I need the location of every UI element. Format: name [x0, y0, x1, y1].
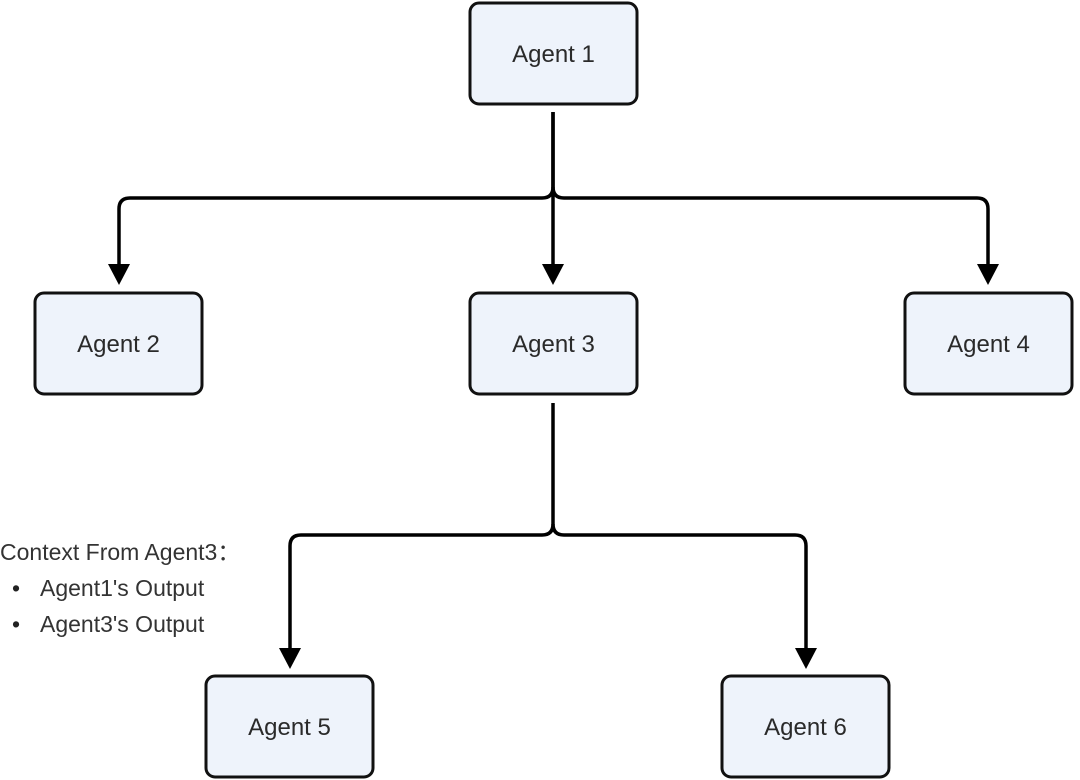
arrowhead-to-agent6: [795, 648, 817, 669]
node-agent1-label: Agent 1: [512, 41, 595, 68]
node-agent3[interactable]: Agent 3: [468, 291, 639, 396]
bullet-icon: •: [12, 575, 21, 601]
context-note-list: • Agent1's Output • Agent3's Output: [0, 570, 240, 642]
arrowhead-to-agent4: [977, 264, 999, 285]
context-note-item-text: Agent3's Output: [40, 611, 205, 637]
connector-agent3-agent6: [551, 523, 808, 650]
node-agent5-box: [204, 674, 375, 779]
context-note-item-text: Agent1's Output: [40, 575, 205, 601]
context-note: Context From Agent3： • Agent1's Output • A…: [0, 534, 240, 642]
node-agent3-label: Agent 3: [512, 331, 595, 358]
connector-agent1-agent2: [117, 112, 555, 266]
context-note-item: • Agent3's Output: [12, 606, 240, 642]
node-agent6-box: [720, 674, 891, 779]
node-agent5[interactable]: Agent 5: [204, 674, 375, 779]
bullet-icon: •: [12, 611, 21, 637]
node-agent3-box: [468, 291, 639, 396]
node-agent4-box: [903, 291, 1074, 396]
node-agent1-box: [468, 1, 639, 106]
node-agent5-label: Agent 5: [248, 714, 331, 741]
arrowhead-to-agent2: [108, 264, 130, 285]
node-agent4[interactable]: Agent 4: [903, 291, 1074, 396]
node-agent6-label: Agent 6: [764, 714, 847, 741]
node-agent1[interactable]: Agent 1: [468, 1, 639, 106]
node-agent2-box: [33, 291, 204, 396]
node-agent2[interactable]: Agent 2: [33, 291, 204, 396]
context-note-title: Context From Agent3：: [0, 539, 241, 565]
node-agent4-label: Agent 4: [947, 331, 1030, 358]
arrowhead-to-agent5: [279, 648, 301, 669]
node-agent6[interactable]: Agent 6: [720, 674, 891, 779]
node-agent2-label: Agent 2: [77, 331, 160, 358]
arrowhead-to-agent3: [542, 264, 564, 285]
context-note-item: • Agent1's Output: [12, 570, 240, 606]
connector-agent3-agent5: [288, 403, 555, 650]
connector-agent1-agent4: [551, 186, 990, 266]
